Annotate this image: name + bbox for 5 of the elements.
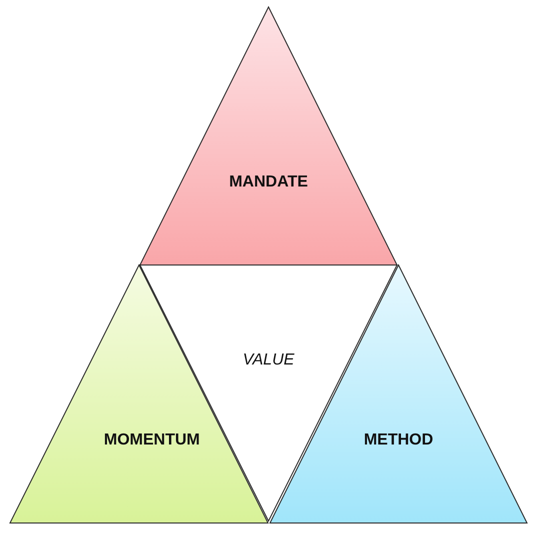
- triangle-segment: [140, 7, 397, 265]
- segment-label: METHOD: [364, 430, 434, 450]
- segment-label: MOMENTUM: [104, 430, 200, 450]
- segment-label: VALUE: [242, 350, 294, 370]
- segment-label: MANDATE: [229, 172, 308, 192]
